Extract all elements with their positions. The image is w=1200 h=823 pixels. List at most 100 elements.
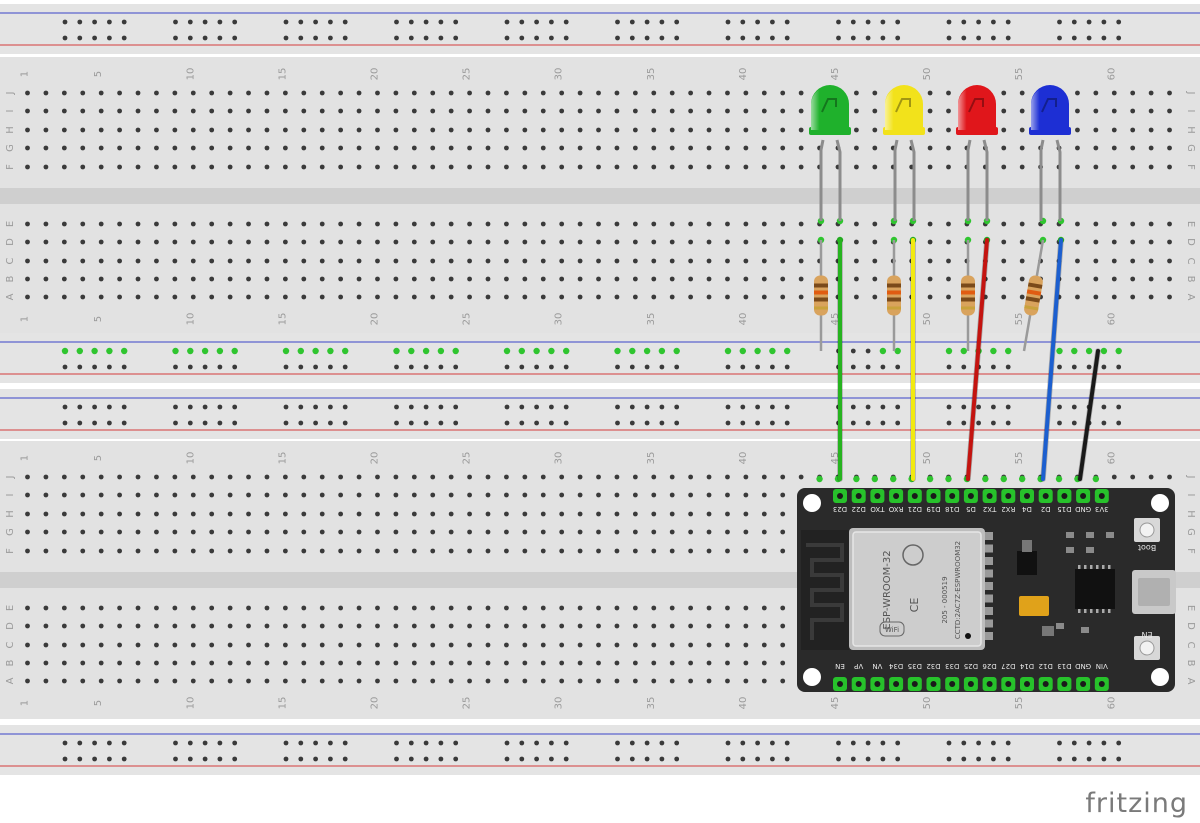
hole	[209, 678, 215, 684]
wroom-can	[852, 531, 982, 647]
hole	[761, 511, 767, 517]
tantalum-capacitor	[1019, 596, 1049, 616]
hole	[946, 164, 951, 170]
module-pad	[985, 544, 993, 553]
rail-hole	[77, 404, 83, 410]
hole	[209, 623, 215, 629]
hole	[43, 127, 49, 133]
hole	[135, 678, 141, 684]
rail-hole	[217, 404, 223, 410]
hole	[25, 511, 30, 517]
rail-hole	[615, 740, 620, 746]
hole	[172, 623, 178, 629]
led-shine	[811, 85, 830, 130]
row-letter: D	[5, 238, 16, 246]
pin-hole	[1024, 681, 1030, 687]
hole	[61, 548, 67, 554]
hole	[117, 164, 122, 170]
hole	[1075, 108, 1080, 114]
rail-hole	[1005, 35, 1011, 41]
column-number: 30	[554, 68, 565, 81]
connected-hole	[172, 347, 179, 355]
rail-hole	[423, 35, 429, 41]
pin-label-bottom: D25	[964, 662, 978, 670]
hole	[43, 145, 49, 151]
hole	[504, 108, 509, 114]
hole	[98, 239, 104, 245]
rail-hole	[313, 364, 318, 370]
hole	[172, 221, 178, 227]
hole	[1001, 294, 1007, 300]
hole	[1130, 145, 1136, 151]
hole	[540, 623, 546, 629]
rail-hole	[453, 404, 459, 410]
hole	[743, 492, 749, 498]
rail-hole	[563, 756, 569, 762]
hole	[25, 548, 30, 554]
hole	[688, 623, 694, 629]
rail-hole	[563, 420, 569, 426]
resistor-band-gold	[814, 306, 828, 310]
hole	[25, 529, 30, 535]
hole	[135, 474, 141, 480]
rail-hole	[1101, 740, 1107, 746]
module-pad	[985, 632, 993, 640]
hole	[246, 294, 251, 300]
hole	[301, 511, 307, 517]
rail-hole	[62, 740, 68, 746]
hole	[172, 548, 178, 554]
hole	[467, 678, 472, 684]
rail-hole	[77, 756, 83, 762]
hole	[596, 276, 601, 282]
column-number: 35	[646, 68, 657, 81]
hole	[632, 90, 638, 96]
column-number: 10	[185, 452, 196, 465]
hole	[172, 164, 178, 170]
hole	[559, 678, 565, 684]
rail-hole	[740, 364, 746, 370]
rail-hole	[408, 364, 414, 370]
hole	[448, 164, 454, 170]
rail-hole	[784, 19, 790, 25]
hole	[227, 548, 233, 554]
rail-hole	[342, 756, 348, 762]
rail-hole	[674, 19, 680, 25]
pin-hole	[837, 493, 843, 499]
column-number: 55	[1014, 452, 1025, 465]
hole	[761, 623, 767, 629]
hole	[356, 474, 362, 480]
pin-label-bottom: D32	[926, 662, 940, 670]
row-letter: A	[1185, 294, 1196, 301]
hole	[1019, 258, 1025, 264]
hole	[780, 294, 786, 300]
column-number: 1	[20, 700, 31, 706]
hole	[264, 474, 270, 480]
rail-hole	[107, 404, 112, 410]
rail-hole	[629, 420, 635, 426]
hole	[338, 145, 344, 151]
rail-hole	[534, 404, 539, 410]
button-cap	[1139, 640, 1155, 656]
rail-hole	[77, 740, 83, 746]
hole	[1019, 90, 1025, 96]
hole	[761, 90, 767, 96]
hole	[504, 678, 509, 684]
column-number: 60	[1106, 313, 1117, 326]
rail-hole	[77, 19, 83, 25]
rail-hole	[991, 364, 996, 370]
hole	[540, 108, 546, 114]
resistor-body	[814, 275, 828, 316]
hole	[98, 529, 104, 535]
hole	[393, 258, 399, 264]
hole	[467, 605, 472, 611]
hole	[430, 511, 436, 517]
hole	[577, 164, 583, 170]
rail-hole	[283, 404, 289, 410]
hole	[688, 660, 694, 666]
rail-hole	[865, 35, 871, 41]
hole	[227, 294, 233, 300]
hole	[430, 678, 436, 684]
hole	[246, 90, 251, 96]
hole	[614, 258, 620, 264]
